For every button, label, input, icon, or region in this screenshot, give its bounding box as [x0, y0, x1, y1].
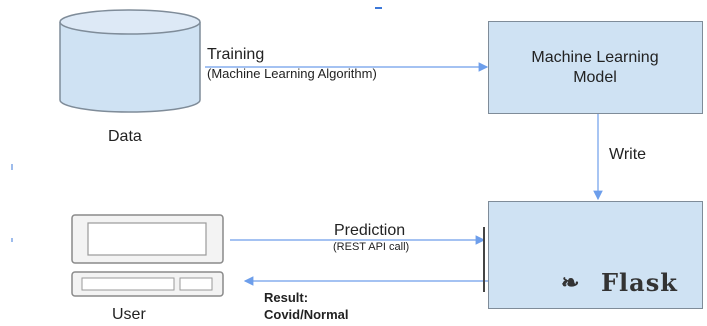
ml-model-box: Machine Learning Model [488, 21, 703, 114]
training-sublabel: (Machine Learning Algorithm) [207, 66, 377, 81]
prediction-sublabel: (REST API call) [333, 241, 410, 253]
data-label: Data [108, 128, 142, 145]
user-label: User [112, 306, 146, 323]
result-sublabel: Covid/Normal [264, 307, 349, 322]
training-label: Training [207, 46, 265, 63]
database-cylinder-icon [59, 9, 201, 113]
ml-model-label: Machine Learning Model [489, 48, 701, 88]
flask-server-box: ❧ Flask [488, 201, 703, 309]
ml-model-line1: Machine Learning [531, 49, 659, 66]
write-label: Write [609, 146, 647, 163]
flask-logo-text: Flask [601, 268, 678, 297]
ml-model-line2: Model [573, 69, 617, 86]
flask-horn-icon: ❧ [561, 270, 580, 296]
result-label: Result: [264, 290, 309, 305]
computer-terminal-icon [71, 214, 224, 297]
prediction-label: Prediction [334, 222, 406, 239]
